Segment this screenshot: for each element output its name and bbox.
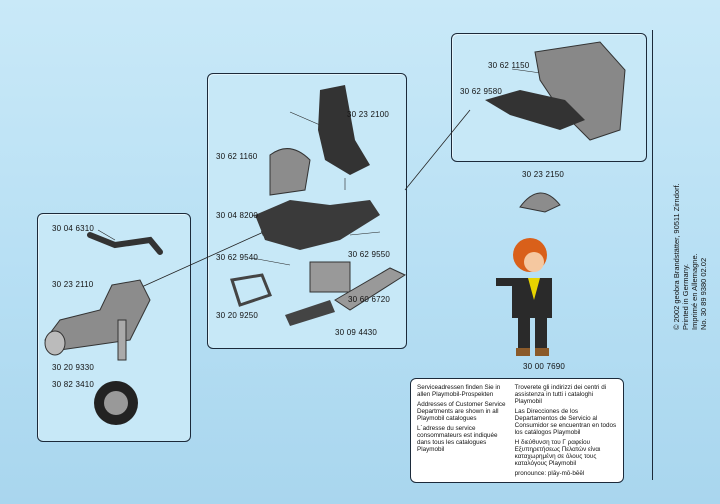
copyright-line: Imprimé en Allemagne. [690, 253, 699, 330]
info-pronounce: pronounce: plāy-mō-bēēl [514, 470, 585, 477]
part-number: 30 62 1160 [216, 152, 258, 161]
part-number: 30 09 4430 [335, 328, 378, 337]
part-number: 30 04 6310 [52, 224, 95, 233]
copyright-line: No. 30 89 9380 02.02 [699, 257, 708, 330]
part-number: 30 23 2110 [52, 280, 94, 289]
part-number: 30 62 9550 [348, 250, 391, 259]
part-number: 30 62 1150 [488, 61, 530, 70]
info-en: Addresses of Customer Service Department… [417, 401, 506, 422]
copyright-text: © 2002 geobra Brandstätter, 90511 Zirndo… [672, 183, 708, 330]
info-fr: L´adresse du service consommateurs est i… [417, 425, 498, 453]
info-de: Serviceadressen finden Sie in allen Play… [417, 384, 501, 398]
part-number: 30 20 9250 [216, 311, 259, 320]
rear-parts [485, 41, 626, 141]
info-it: Troverete gli indirizzi dei centri di as… [514, 384, 607, 405]
service-info-box: Serviceadressen finden Sie in allen Play… [410, 378, 624, 483]
part-number: 30 23 2100 [347, 110, 390, 119]
frame-parts [230, 85, 407, 326]
helmet-part [519, 192, 561, 213]
info-es: Las Direcciones de los Departamentos de … [514, 408, 617, 436]
part-number: 30 62 9540 [216, 253, 259, 262]
info-column-left: Serviceadressen finden Sie in allen Play… [417, 384, 509, 477]
part-number: 30 04 8200 [216, 211, 259, 220]
helmet-part-number: 30 23 2150 [522, 170, 565, 179]
figure-part-number: 30 00 7690 [523, 362, 566, 371]
part-number: 30 62 9580 [460, 87, 503, 96]
front-fork-part [44, 232, 163, 425]
part-number: 30 60 6720 [348, 295, 391, 304]
copyright-line: Printed in Germany. [681, 263, 690, 330]
part-number: 30 20 9330 [52, 363, 95, 372]
info-el: Η διεύθυνση του Γ ραφείου Εξυπηρετήσεως … [514, 439, 601, 467]
part-number: 30 82 3410 [52, 380, 95, 389]
figure-part [496, 238, 552, 356]
info-column-right: Troverete gli indirizzi dei centri di as… [515, 384, 618, 477]
divider-line [652, 30, 653, 480]
copyright-line: © 2002 geobra Brandstätter, 90511 Zirndo… [672, 183, 681, 330]
